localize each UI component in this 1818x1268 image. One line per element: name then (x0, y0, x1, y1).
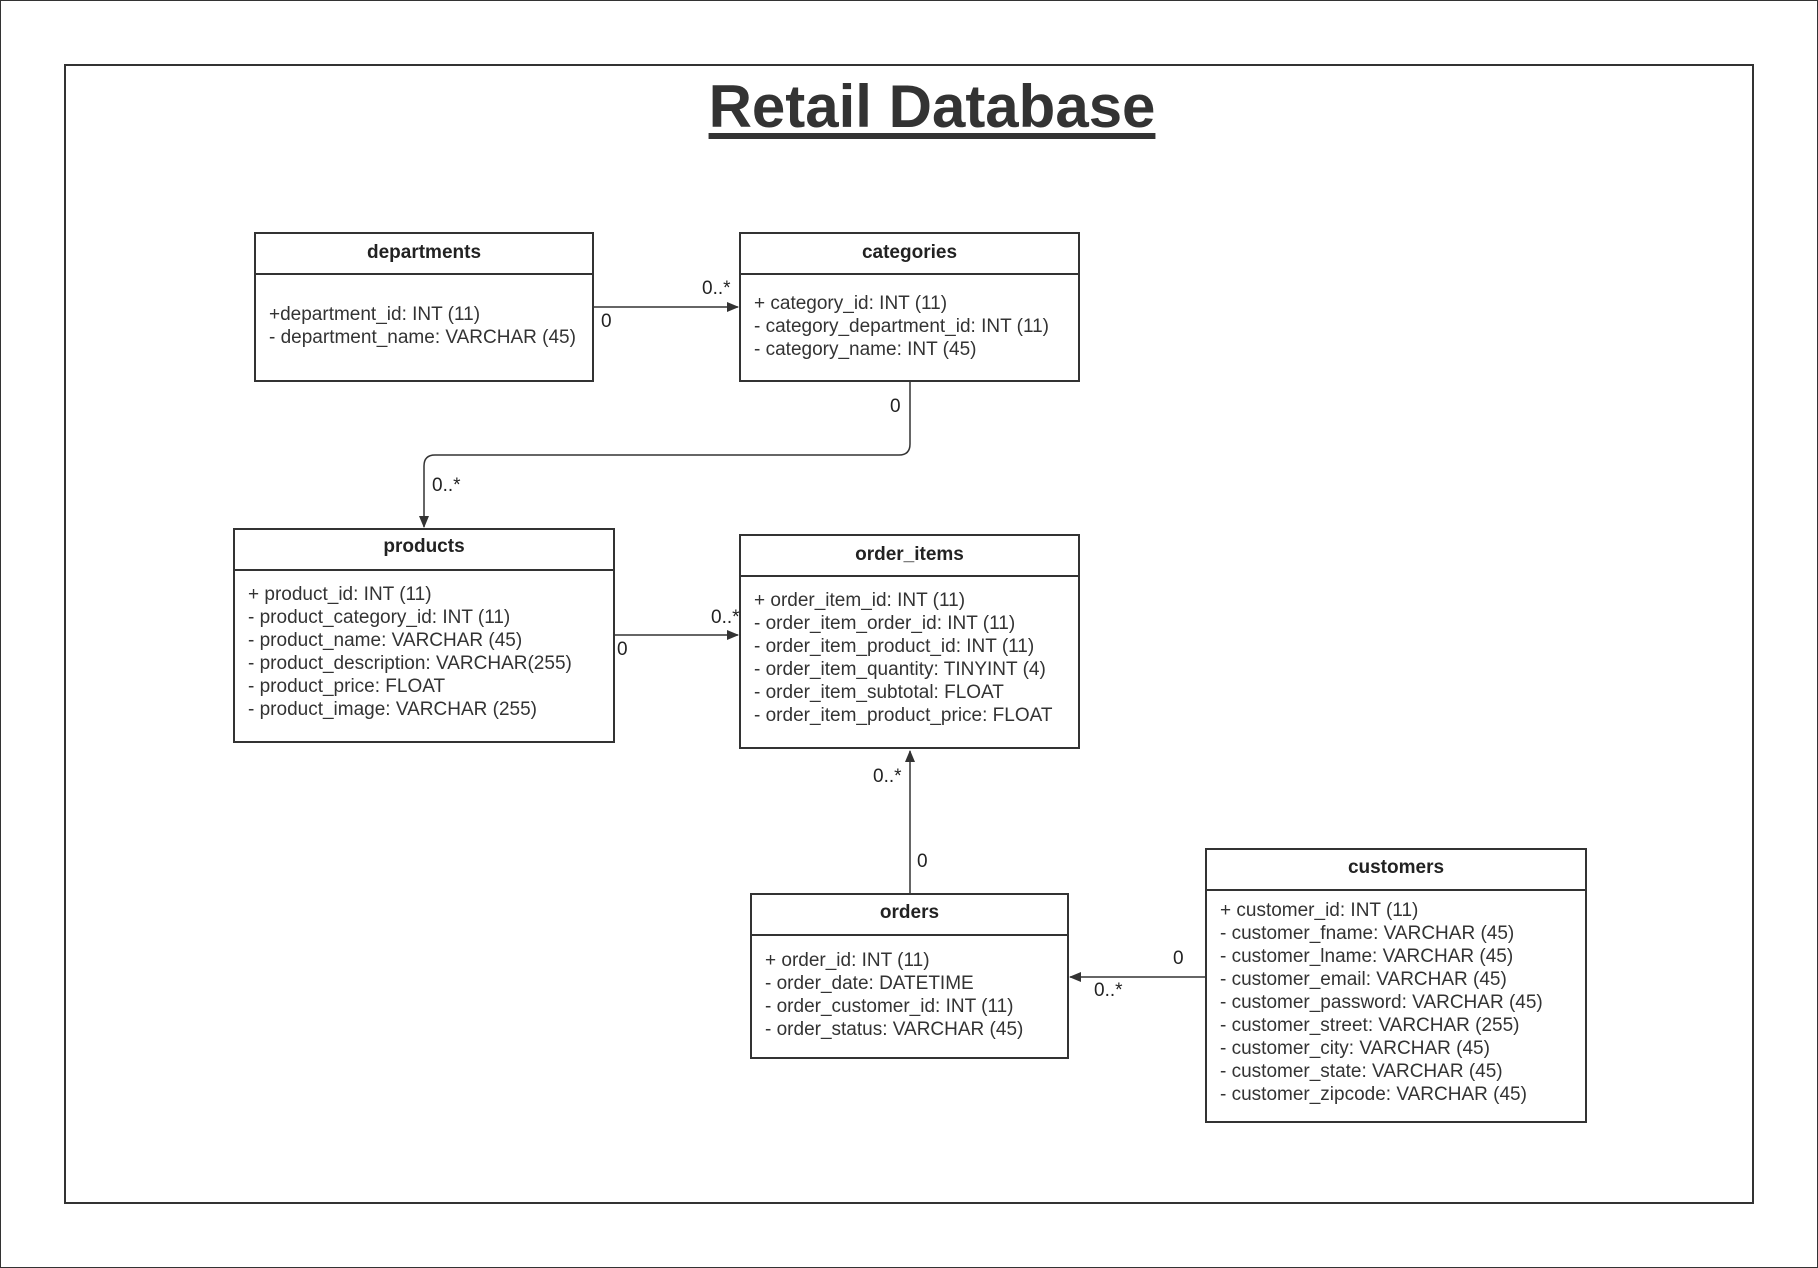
mult-orders-order-items-from: 0 (917, 851, 928, 872)
attribute-order-item-quantity: - order_item_quantity: TINYINT (4) (754, 659, 1046, 680)
attribute-customer-fname: - customer_fname: VARCHAR (45) (1220, 923, 1515, 944)
entity-orders-attributes: + order_id: INT (11) - order_date: DATET… (752, 936, 1067, 1041)
attribute-product-image: - product_image: VARCHAR (255) (248, 699, 537, 720)
mult-categories-products-to: 0..* (432, 475, 461, 496)
attribute-customer-zipcode: - customer_zipcode: VARCHAR (45) (1220, 1084, 1527, 1105)
diagram-frame (64, 64, 1754, 1204)
entity-order-items-attributes: + order_item_id: INT (11) - order_item_o… (741, 577, 1078, 727)
attribute-customer-id: + customer_id: INT (11) (1220, 900, 1419, 921)
attribute-category-name: - category_name: INT (45) (754, 339, 977, 360)
attribute-order-status: - order_status: VARCHAR (45) (765, 1019, 1024, 1040)
mult-products-order-items-to: 0..* (711, 607, 740, 628)
diagram-title: Retail Database (708, 73, 1156, 140)
attribute-order-item-product-price: - order_item_product_price: FLOAT (754, 705, 1053, 726)
entity-orders: orders + order_id: INT (11) - order_date… (750, 893, 1069, 1059)
attribute-customer-street: - customer_street: VARCHAR (255) (1220, 1015, 1520, 1036)
entity-departments-name: departments (256, 234, 592, 275)
attribute-order-item-order-id: - order_item_order_id: INT (11) (754, 613, 1016, 634)
entity-categories: categories + category_id: INT (11) - cat… (739, 232, 1080, 382)
mult-products-order-items-from: 0 (617, 639, 628, 660)
attribute-customer-state: - customer_state: VARCHAR (45) (1220, 1061, 1503, 1082)
mult-customers-orders-from: 0 (1173, 948, 1184, 969)
entity-categories-attributes: + category_id: INT (11) - category_depar… (741, 275, 1078, 361)
entity-products: products + product_id: INT (11) - produc… (233, 528, 615, 743)
entity-order-items-name: order_items (741, 536, 1078, 577)
attribute-product-description: - product_description: VARCHAR(255) (248, 653, 572, 674)
entity-products-attributes: + product_id: INT (11) - product_categor… (235, 571, 613, 721)
attribute-customer-city: - customer_city: VARCHAR (45) (1220, 1038, 1490, 1059)
link-categories-products (419, 381, 911, 528)
entity-order-items: order_items + order_item_id: INT (11) - … (739, 534, 1080, 749)
attribute-department-name: - department_name: VARCHAR (45) (269, 327, 576, 348)
entity-customers: customers + customer_id: INT (11) - cust… (1205, 848, 1587, 1123)
attribute-department-id: +department_id: INT (11) (269, 304, 481, 325)
attribute-product-category-id: - product_category_id: INT (11) (248, 607, 511, 628)
attribute-product-id: + product_id: INT (11) (248, 584, 432, 605)
attribute-category-id: + category_id: INT (11) (754, 293, 948, 314)
attribute-product-price: - product_price: FLOAT (248, 676, 446, 697)
entity-orders-name: orders (752, 895, 1067, 936)
mult-customers-orders-to: 0..* (1094, 980, 1123, 1001)
attribute-order-id: + order_id: INT (11) (765, 950, 930, 971)
mult-departments-categories-from: 0 (601, 311, 612, 332)
mult-departments-categories-to: 0..* (702, 278, 731, 299)
attribute-order-item-id: + order_item_id: INT (11) (754, 590, 966, 611)
attribute-product-name: - product_name: VARCHAR (45) (248, 630, 523, 651)
attribute-order-date: - order_date: DATETIME (765, 973, 974, 994)
mult-orders-order-items-to: 0..* (873, 766, 902, 787)
attribute-customer-password: - customer_password: VARCHAR (45) (1220, 992, 1543, 1013)
attribute-category-department-id: - category_department_id: INT (11) (754, 316, 1049, 337)
attribute-customer-lname: - customer_lname: VARCHAR (45) (1220, 946, 1514, 967)
mult-categories-products-from: 0 (890, 396, 901, 417)
attribute-customer-email: - customer_email: VARCHAR (45) (1220, 969, 1507, 990)
attribute-order-item-subtotal: - order_item_subtotal: FLOAT (754, 682, 1004, 703)
entity-customers-attributes: + customer_id: INT (11) - customer_fname… (1207, 891, 1585, 1106)
attribute-order-customer-id: - order_customer_id: INT (11) (765, 996, 1014, 1017)
attribute-order-item-product-id: - order_item_product_id: INT (11) (754, 636, 1035, 657)
entity-customers-name: customers (1207, 850, 1585, 891)
entity-departments-attributes: +department_id: INT (11) - department_na… (256, 275, 592, 349)
entity-categories-name: categories (741, 234, 1078, 275)
entity-products-name: products (235, 530, 613, 571)
entity-departments: departments +department_id: INT (11) - d… (254, 232, 594, 382)
